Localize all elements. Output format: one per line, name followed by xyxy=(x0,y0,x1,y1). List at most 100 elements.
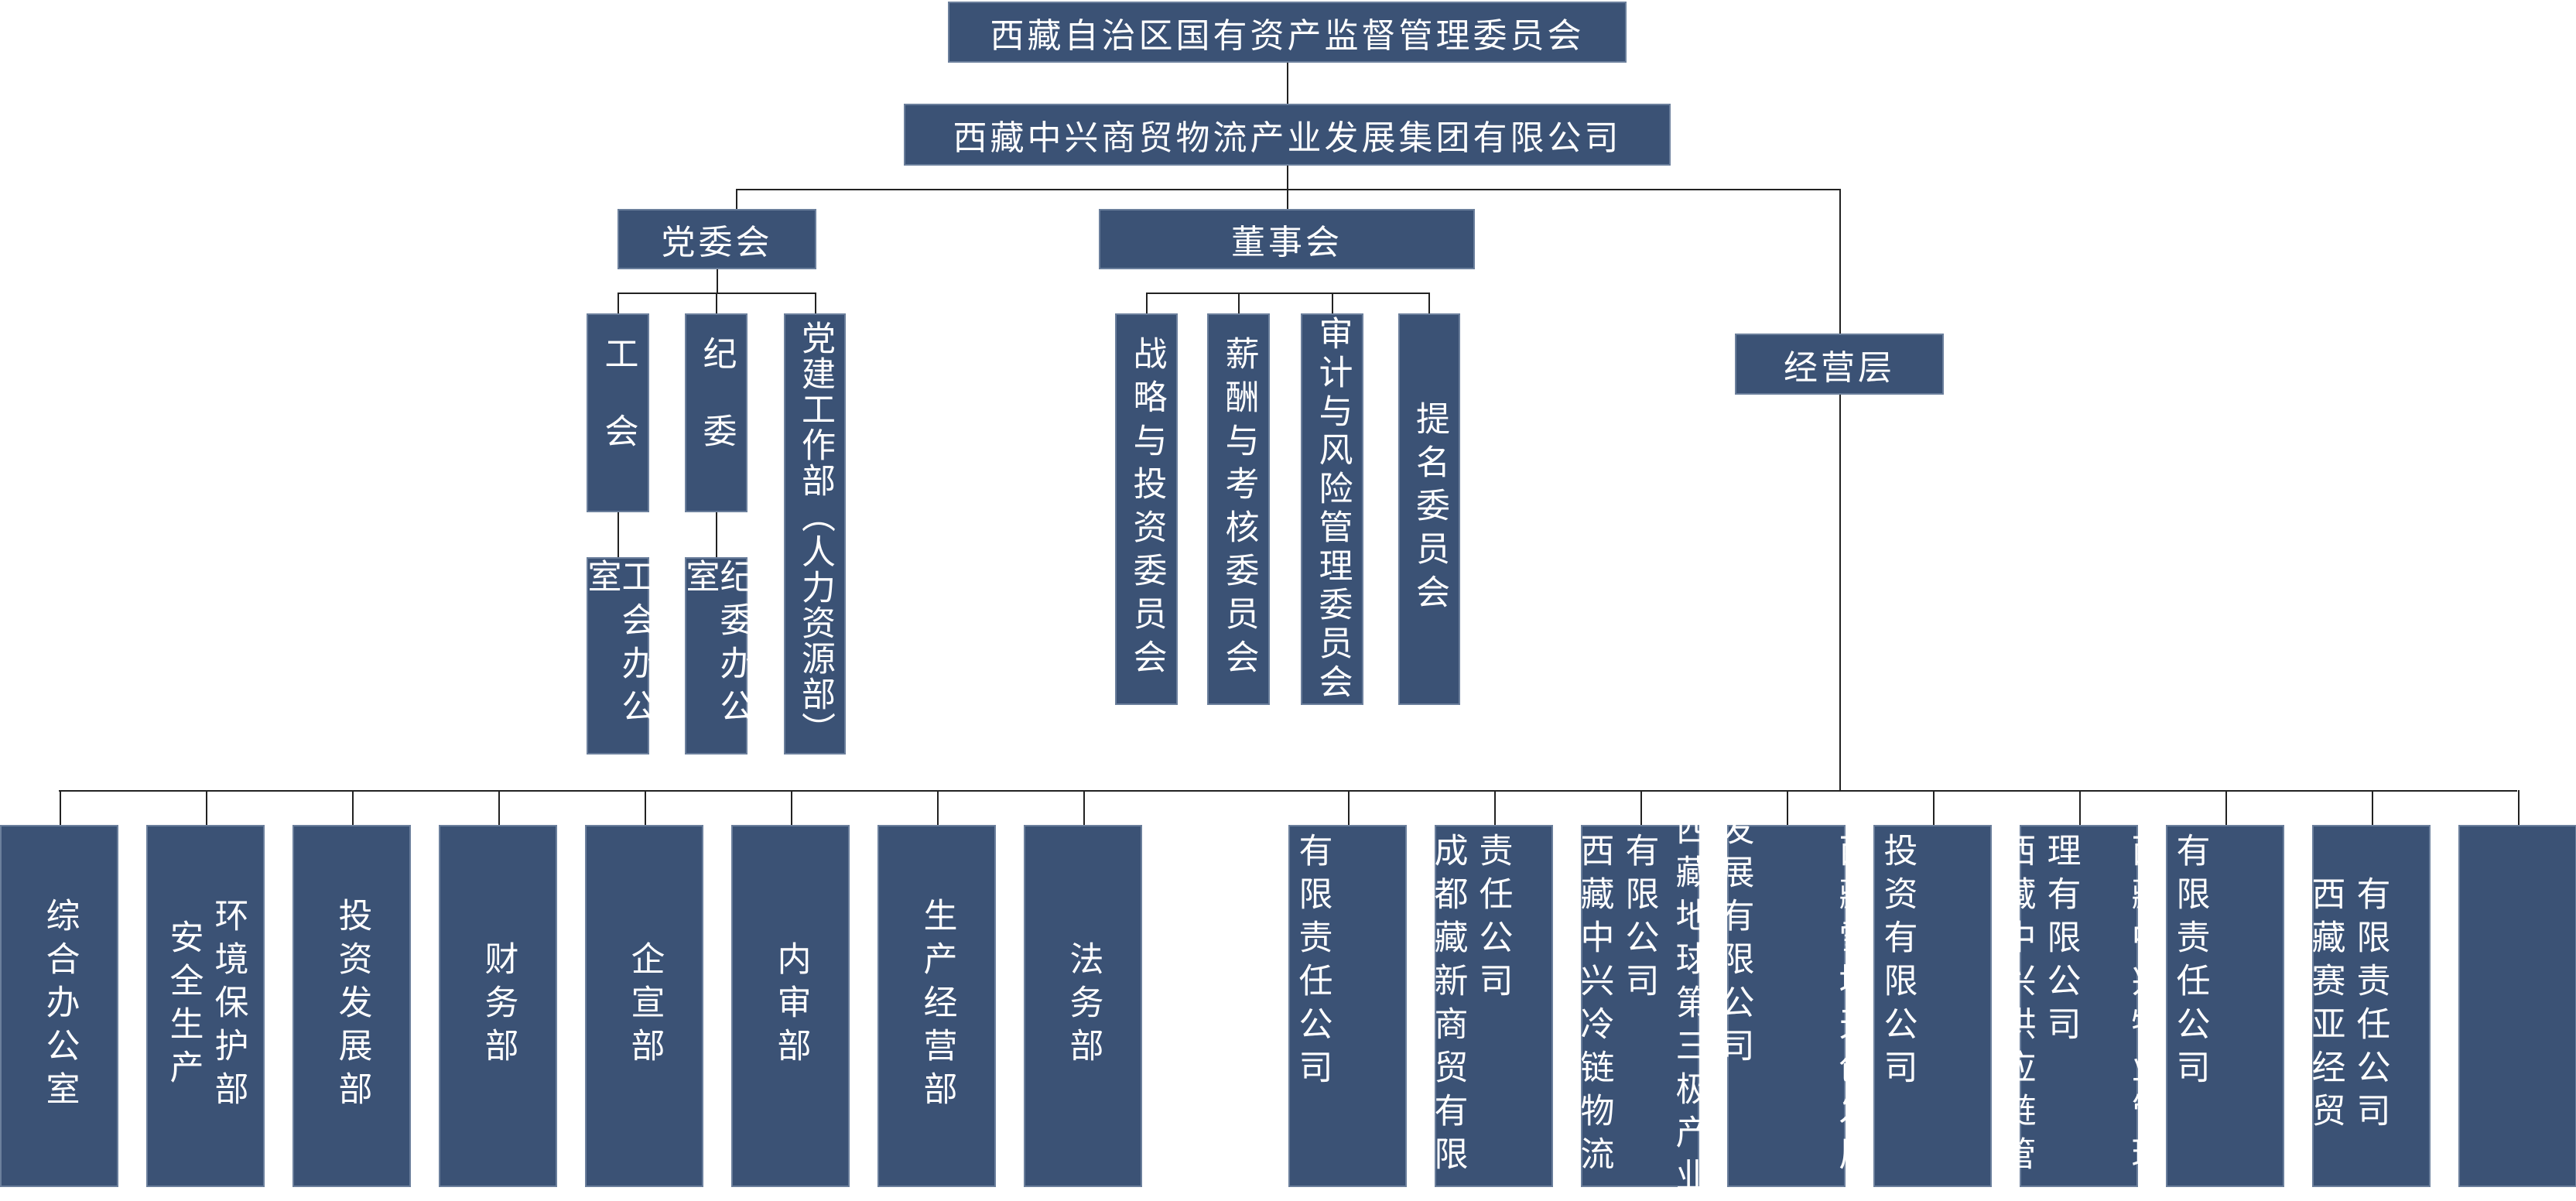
company-label: 西藏中兴供应链管 xyxy=(1996,833,2036,1179)
connector xyxy=(2078,790,2081,825)
department-box[interactable]: 环境保护部安全生产 xyxy=(146,825,265,1187)
discipline-office-box[interactable]: 纪委办公室 xyxy=(680,557,754,754)
union-office-box[interactable]: 工会办公室 xyxy=(581,557,655,754)
connector xyxy=(1146,293,1429,294)
group-company-box[interactable]: 西藏中兴商贸物流产业发展集团有限公司 xyxy=(904,104,1671,166)
department-label: 生产经营部 xyxy=(917,898,957,1114)
union-office-label: 工会办公室 xyxy=(581,559,655,732)
union-label: 工会 xyxy=(598,335,638,491)
company-label: 有限责任公司 xyxy=(2170,833,2210,1093)
discipline-office-label: 纪委办公室 xyxy=(679,559,754,732)
connector xyxy=(716,512,717,557)
connector xyxy=(2517,790,2520,825)
committee-label: 薪酬与考核委员会 xyxy=(1219,336,1259,683)
connector xyxy=(1786,790,1788,825)
connector xyxy=(59,790,61,825)
connector xyxy=(717,269,718,293)
connector xyxy=(205,790,207,825)
department-label: 内审部 xyxy=(771,941,811,1071)
connector xyxy=(1287,63,1288,104)
department-label: 综合办公室 xyxy=(39,898,80,1114)
connector xyxy=(2371,790,2373,825)
department-label: 财务部 xyxy=(478,941,518,1071)
company-label: 投资有限公司 xyxy=(1877,833,1917,1093)
connector xyxy=(1332,293,1333,313)
connector xyxy=(716,293,717,313)
connector xyxy=(936,790,939,825)
company-box[interactable]: 西藏中兴物业管理有限责任公司 xyxy=(2126,825,2431,1187)
strategy-committee-box[interactable]: 战略与投资委员会 xyxy=(1115,313,1178,705)
department-box[interactable]: 财务部 xyxy=(439,825,557,1187)
company-label: 西藏雪域天创发展 xyxy=(1832,833,1873,1179)
party-committee-box[interactable]: 党委会 xyxy=(617,209,816,269)
party-building-label: 党建工作部（人力资源部） xyxy=(795,320,835,748)
company-box[interactable]: 西藏中兴盐业有限责任公司 xyxy=(1136,825,1407,1187)
company-label: 有限公司 xyxy=(1619,833,1659,1006)
connector xyxy=(1347,790,1350,825)
company-label: 有限责任公司 xyxy=(1180,876,1220,1136)
company-label: 责任公司 xyxy=(1473,833,1513,1006)
nomination-committee-box[interactable]: 提名委员会 xyxy=(1398,313,1460,705)
company-label: 西藏汽车工业贸易 xyxy=(1247,833,1288,1179)
company-label: 有限责任公司 xyxy=(1292,833,1332,1093)
company-label: 西藏中兴冷链物流 xyxy=(1574,833,1614,1179)
company-box[interactable]: 西藏中兴冷链物流有限公司 xyxy=(1575,825,1846,1187)
department-box[interactable]: 综合办公室 xyxy=(0,825,118,1187)
company-box[interactable]: 西藏雪域天创发展投资有限公司 xyxy=(1833,825,2138,1187)
connector xyxy=(815,293,816,313)
department-label: 安全生产 xyxy=(163,919,204,1093)
connector xyxy=(498,790,500,825)
connector xyxy=(644,790,646,825)
company-box[interactable]: 西藏地球第三极产业发展有限公司 xyxy=(1670,811,1992,1201)
company-label: 发展有限公司 xyxy=(1714,811,1754,1071)
connector xyxy=(1146,293,1148,313)
company-label: 西藏中兴物业管理 xyxy=(2125,833,2165,1179)
department-box[interactable]: 内审部 xyxy=(731,825,850,1187)
union-box[interactable]: 工会 xyxy=(587,313,649,512)
discipline-label: 纪委 xyxy=(696,335,737,491)
remuneration-committee-box[interactable]: 薪酬与考核委员会 xyxy=(1207,313,1270,705)
connector xyxy=(1287,166,1288,209)
sasac-box[interactable]: 西藏自治区国有资产监督管理委员会 xyxy=(948,2,1627,63)
connector xyxy=(1839,189,1841,334)
committee-label: 提名委员会 xyxy=(1410,401,1449,618)
connector xyxy=(736,189,1841,190)
connector xyxy=(1932,790,1935,825)
committee-label: 战略与投资委员会 xyxy=(1127,336,1167,683)
connector xyxy=(351,790,354,825)
committee-label: 审计与风险管理委员会 xyxy=(1312,316,1353,703)
company-label: 理有限公司 xyxy=(2041,833,2081,1049)
department-box[interactable]: 投资发展部 xyxy=(292,825,411,1187)
department-label: 法务部 xyxy=(1063,941,1103,1071)
connector xyxy=(2225,790,2227,825)
company-box[interactable]: 成都藏新商贸有限责任公司 xyxy=(1428,825,1699,1187)
company-label: 西藏地球第三极产业 xyxy=(1669,811,1709,1201)
connector xyxy=(1428,293,1430,313)
board-box[interactable]: 董事会 xyxy=(1099,209,1475,269)
department-box[interactable]: 法务部 xyxy=(1024,825,1142,1187)
party-building-box[interactable]: 党建工作部（人力资源部） xyxy=(784,313,846,754)
department-box[interactable]: 企宣部 xyxy=(585,825,703,1187)
company-label: 成都藏新商贸有限 xyxy=(1428,833,1468,1179)
company-label: 有限责任公司 xyxy=(2350,876,2390,1136)
connector xyxy=(617,293,619,313)
department-label: 企宣部 xyxy=(624,941,665,1071)
connector xyxy=(1238,293,1240,313)
connector xyxy=(59,790,2517,792)
company-label: 西藏赛亚经贸 xyxy=(2305,876,2345,1136)
discipline-box[interactable]: 纪委 xyxy=(685,313,747,512)
company-box[interactable]: 西藏中兴供应链管理有限公司 xyxy=(1996,825,2284,1187)
department-label: 环境保护部 xyxy=(208,898,248,1114)
company-box[interactable]: 西藏赛亚经贸有限责任公司 xyxy=(2306,825,2576,1187)
connector xyxy=(1640,790,1642,825)
connector xyxy=(736,189,737,209)
connector xyxy=(1493,790,1496,825)
audit-committee-box[interactable]: 审计与风险管理委员会 xyxy=(1301,313,1363,705)
department-box[interactable]: 生产经营部 xyxy=(877,825,996,1187)
connector xyxy=(790,790,792,825)
department-label: 投资发展部 xyxy=(332,898,372,1114)
company-box[interactable]: 西藏汽车工业贸易有限责任公司 xyxy=(1248,825,1553,1187)
connector xyxy=(1839,395,1841,790)
management-box[interactable]: 经营层 xyxy=(1735,334,1944,395)
connector xyxy=(1083,790,1085,825)
